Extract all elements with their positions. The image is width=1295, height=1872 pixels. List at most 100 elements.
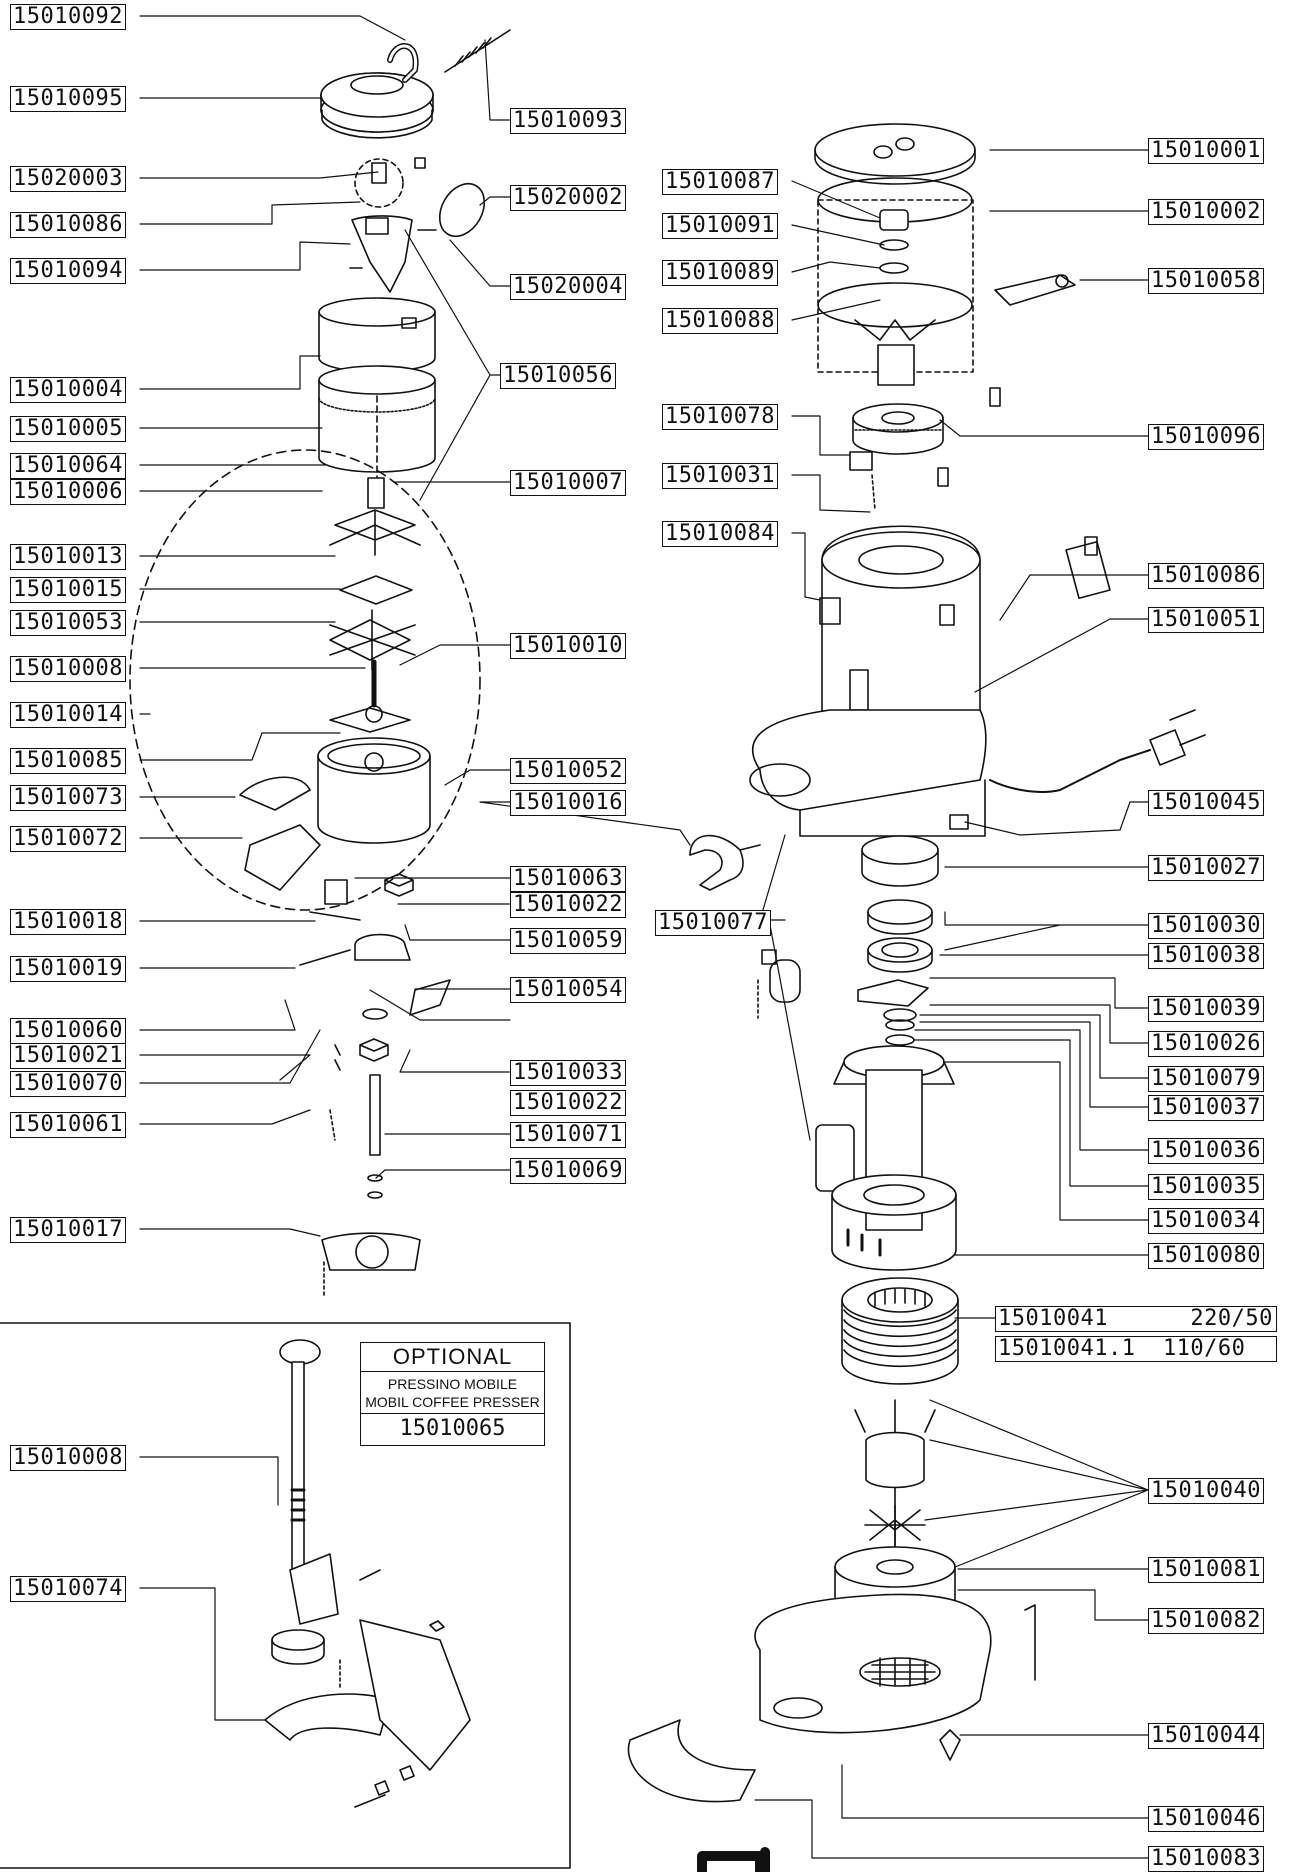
part-label-15010013: 15010013: [10, 544, 126, 570]
burr-stack-part: [757, 835, 939, 1046]
part-label-15010005: 15010005: [10, 416, 126, 442]
part-label-15010093: 15010093: [510, 108, 626, 134]
part-label-15010064: 15010064: [10, 453, 126, 479]
part-label-15010027: 15010027: [1148, 855, 1264, 881]
part-label-15010054: 15010054: [510, 977, 626, 1003]
grind-adjust-ring-part: [849, 387, 1001, 511]
part-label-15010030: 15010030: [1148, 913, 1264, 939]
part-label-15010015: 15010015: [10, 577, 126, 603]
part-label-15010008-presser: 15010008: [10, 1445, 126, 1471]
logo-glyph: [697, 1847, 770, 1872]
part-label-15010036: 15010036: [1148, 1138, 1264, 1164]
base-part: [627, 1546, 1036, 1803]
part-label-15010038: 15010038: [1148, 943, 1264, 969]
part-label-15010041-1-110v: 15010041.1 110/60: [995, 1336, 1277, 1362]
part-label-15010061: 15010061: [10, 1112, 126, 1138]
fork-holder-part: [689, 834, 761, 891]
part-label-15010026: 15010026: [1148, 1031, 1264, 1057]
part-label-15010081: 15010081: [1148, 1557, 1264, 1583]
part-label-15010045: 15010045: [1148, 790, 1264, 816]
optional-subtitle: PRESSINO MOBILE MOBIL COFFEE PRESSER: [361, 1372, 544, 1414]
hopper-funnel-part: [349, 157, 486, 293]
part-label-15010071: 15010071: [510, 1122, 626, 1148]
rotor-fan-part: [854, 1399, 936, 1561]
bean-hopper-part: [814, 123, 1076, 386]
part-label-15010096: 15010096: [1148, 424, 1264, 450]
part-label-15010006: 15010006: [10, 479, 126, 505]
part-label-15010056: 15010056: [500, 363, 616, 389]
part-label-15010044: 15010044: [1148, 1723, 1264, 1749]
part-label-15010033: 15010033: [510, 1060, 626, 1086]
part-label-15010059: 15010059: [510, 928, 626, 954]
part-label-15010077: 15010077: [655, 910, 771, 936]
part-label-15010034: 15010034: [1148, 1208, 1264, 1234]
grinder-body-part: [749, 525, 1206, 837]
part-label-15010022-lower: 15010022: [510, 1090, 626, 1116]
part-label-15010073: 15010073: [10, 785, 126, 811]
leader-lines: [139, 15, 1149, 1859]
part-label-15010086-right: 15010086: [1148, 563, 1264, 589]
part-label-15010010: 15010010: [510, 633, 626, 659]
part-label-15010087: 15010087: [662, 169, 778, 195]
presser-part: [264, 1339, 471, 1808]
part-label-15010058: 15010058: [1148, 268, 1264, 294]
spring-part: [444, 29, 511, 73]
optional-title: OPTIONAL: [361, 1343, 544, 1372]
part-label-15010022-upper: 15010022: [510, 892, 626, 918]
part-label-15010004: 15010004: [10, 377, 126, 403]
part-label-15010091: 15010091: [662, 213, 778, 239]
optional-subtitle-line2: MOBIL COFFEE PRESSER: [365, 1394, 540, 1410]
part-label-15010046: 15010046: [1148, 1806, 1264, 1832]
part-label-15010082: 15010082: [1148, 1608, 1264, 1634]
part-label-15010052: 15010052: [510, 758, 626, 784]
part-label-15020004: 15020004: [510, 274, 626, 300]
part-label-15010092: 15010092: [10, 4, 126, 30]
motor-housing-part: [815, 1045, 957, 1271]
hopper-lid-part: [320, 43, 434, 139]
part-label-15010083: 15010083: [1148, 1846, 1264, 1872]
part-label-15010041-220v: 15010041 220/50: [995, 1306, 1277, 1332]
hopper-rings-part: [318, 297, 436, 491]
part-label-15010037: 15010037: [1148, 1095, 1264, 1121]
part-label-15010074: 15010074: [10, 1576, 126, 1602]
part-label-15010017: 15010017: [10, 1217, 126, 1243]
part-label-15010001: 15010001: [1148, 138, 1264, 164]
part-label-15010002: 15010002: [1148, 199, 1264, 225]
part-label-15010014: 15010014: [10, 702, 126, 728]
part-label-15010070: 15010070: [10, 1071, 126, 1097]
part-label-15010051: 15010051: [1148, 607, 1264, 633]
part-label-15010040: 15010040: [1148, 1478, 1264, 1504]
doser-internals-part: [129, 449, 481, 1297]
part-label-15010018: 15010018: [10, 909, 126, 935]
part-label-15010021: 15010021: [10, 1043, 126, 1069]
part-label-15010053: 15010053: [10, 610, 126, 636]
part-label-15010078: 15010078: [662, 404, 778, 430]
part-label-15010088: 15010088: [662, 308, 778, 334]
part-label-15010080: 15010080: [1148, 1243, 1264, 1269]
part-label-15010086-left: 15010086: [10, 212, 126, 238]
part-label-15010039: 15010039: [1148, 996, 1264, 1022]
part-label-15010069: 15010069: [510, 1158, 626, 1184]
part-label-15010035: 15010035: [1148, 1174, 1264, 1200]
part-label-15020003: 15020003: [10, 166, 126, 192]
optional-frame: [0, 1322, 571, 1869]
part-label-15010007: 15010007: [510, 470, 626, 496]
part-label-15010089: 15010089: [662, 260, 778, 286]
optional-code: 15010065: [399, 1416, 506, 1441]
stator-part: [841, 1277, 959, 1385]
part-label-15010019: 15010019: [10, 956, 126, 982]
optional-presser-box: OPTIONAL PRESSINO MOBILE MOBIL COFFEE PR…: [360, 1342, 545, 1446]
part-label-15010016: 15010016: [510, 790, 626, 816]
part-label-15010095: 15010095: [10, 86, 126, 112]
part-label-15010060: 15010060: [10, 1018, 126, 1044]
part-label-15010031: 15010031: [662, 463, 778, 489]
part-label-15010079: 15010079: [1148, 1066, 1264, 1092]
part-label-15010072: 15010072: [10, 826, 126, 852]
part-label-15010094: 15010094: [10, 258, 126, 284]
part-label-15020002: 15020002: [510, 185, 626, 211]
part-label-15010008: 15010008: [10, 656, 126, 682]
optional-subtitle-line1: PRESSINO MOBILE: [387, 1376, 518, 1392]
part-label-15010063: 15010063: [510, 866, 626, 892]
